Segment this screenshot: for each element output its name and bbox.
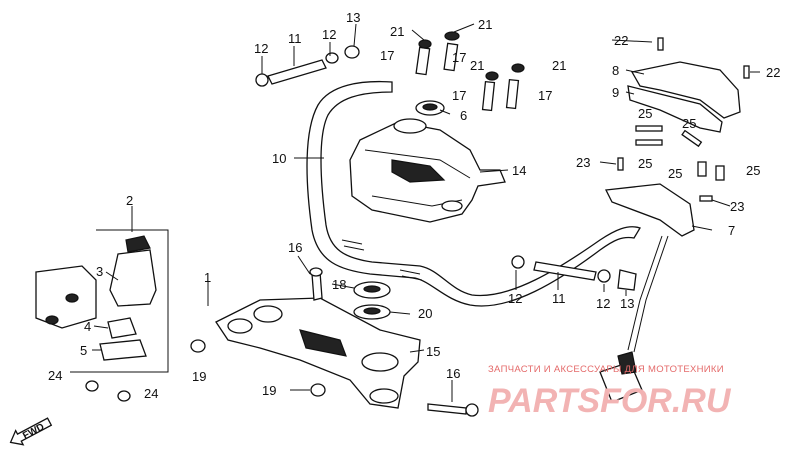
nuts (190, 339, 326, 397)
callout-1: 1 (204, 270, 211, 285)
grommet (415, 100, 445, 116)
callout-11-top: 11 (288, 31, 302, 46)
callout-12-bottom-right: 12 (596, 296, 610, 311)
callout-25-a: 25 (638, 106, 652, 121)
callout-24-left: 24 (48, 368, 62, 383)
callout-9: 9 (612, 85, 619, 100)
callout-23-left: 23 (576, 155, 590, 170)
callout-12-bottom-left: 12 (508, 291, 522, 306)
callout-22-left: 22 (614, 33, 628, 48)
callout-4: 4 (84, 319, 91, 334)
callout-labels: 12 11 12 13 21 21 17 17 21 21 17 17 6 10… (48, 10, 780, 401)
damper-rod-top (255, 45, 360, 87)
callout-17-a: 17 (380, 48, 394, 63)
misc-bolts (617, 37, 750, 202)
stem-bolts (309, 267, 479, 417)
callout-18: 18 (332, 277, 346, 292)
callout-13-top: 13 (346, 10, 360, 25)
damper-rod-bottom (511, 255, 637, 291)
switch-bracket (599, 183, 695, 403)
callout-22-right: 22 (766, 65, 780, 80)
callout-25-b: 25 (682, 116, 696, 131)
callout-25-c: 25 (638, 156, 652, 171)
callout-19-bottom: 19 (262, 383, 276, 398)
callout-5: 5 (80, 343, 87, 358)
callout-2: 2 (126, 193, 133, 208)
callout-16-bottom: 16 (446, 366, 460, 381)
leader-lines (92, 23, 760, 402)
callout-7: 7 (728, 223, 735, 238)
callout-24-right: 24 (144, 386, 158, 401)
pins (635, 125, 725, 181)
callout-20: 20 (418, 306, 432, 321)
callout-21-d: 21 (552, 58, 566, 73)
callout-6: 6 (460, 108, 467, 123)
callout-17-c: 17 (452, 88, 466, 103)
fwd-label: FWD (21, 422, 46, 442)
callout-12-top-left: 12 (254, 41, 268, 56)
callout-19-left: 19 (192, 369, 206, 384)
watermark-brand: PARTSFOR.RU (488, 382, 732, 420)
callout-12-top-right: 12 (322, 27, 336, 42)
callout-14: 14 (512, 163, 526, 178)
callout-21-c: 21 (470, 58, 484, 73)
callout-17-b: 17 (452, 50, 466, 65)
fwd-indicator: FWD (9, 417, 53, 446)
callout-13-bottom: 13 (620, 296, 634, 311)
callout-21-a: 21 (390, 24, 404, 39)
callout-25-e: 25 (746, 163, 760, 178)
handlebar (306, 80, 641, 307)
callout-23-right: 23 (730, 199, 744, 214)
steering-stem (215, 297, 421, 409)
watermark: ЗАПЧАСТИ И АКСЕССУАРЫ ДЛЯ МОТОТЕХНИКИ PA… (488, 364, 732, 420)
callout-10: 10 (272, 151, 286, 166)
callout-8: 8 (612, 63, 619, 78)
holder-bolts (415, 31, 525, 112)
callout-16-top: 16 (288, 240, 302, 255)
callout-21-b: 21 (478, 17, 492, 32)
callout-15: 15 (426, 344, 440, 359)
cover-assembly (627, 61, 741, 133)
callout-25-d: 25 (668, 166, 682, 181)
callout-17-d: 17 (538, 88, 552, 103)
callout-11-bottom: 11 (552, 291, 566, 306)
ignition-switch-group (35, 229, 169, 402)
callout-3: 3 (96, 264, 103, 279)
washers (353, 281, 391, 320)
handlebar-upper-holder (349, 118, 506, 223)
watermark-caption: ЗАПЧАСТИ И АКСЕССУАРЫ ДЛЯ МОТОТЕХНИКИ (488, 364, 724, 375)
